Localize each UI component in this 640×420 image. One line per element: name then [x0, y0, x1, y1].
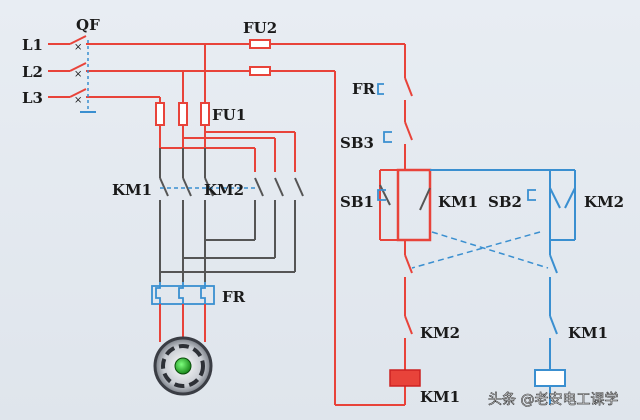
label-l1: L1 — [22, 36, 43, 54]
fr-thermal-relay — [151, 282, 215, 305]
supply-lines — [48, 43, 406, 406]
reverse-branch-wires — [430, 169, 576, 405]
label-sb1: SB1 — [340, 193, 374, 211]
label-fu2: FU2 — [243, 19, 277, 37]
km1-main-contacts — [159, 148, 214, 282]
main-drops — [159, 44, 206, 148]
label-sb3: SB3 — [340, 134, 374, 152]
km2-branch-wires — [160, 131, 296, 172]
label-fr-contact: FR — [352, 80, 376, 98]
svg-text:×: × — [74, 42, 82, 53]
qf-breaker: × × × — [69, 35, 87, 106]
label-sb2: SB2 — [488, 193, 522, 211]
label-fu1: FU1 — [212, 106, 246, 124]
button-actuators — [377, 83, 536, 201]
sb1-start-contact — [379, 184, 391, 206]
label-km1-interlock: KM1 — [568, 324, 608, 342]
label-km1-hold: KM1 — [438, 193, 478, 211]
motor-icon — [153, 336, 213, 396]
svg-text:×: × — [74, 69, 82, 80]
interlock-link-1 — [431, 231, 549, 269]
label-qf: QF — [76, 16, 100, 34]
km2-main-contacts — [160, 177, 304, 273]
control-wires — [379, 77, 430, 405]
km2-coil-icon — [534, 369, 566, 387]
label-l3: L3 — [22, 89, 43, 107]
label-km2-interlock: KM2 — [420, 324, 460, 342]
motor-leads — [159, 304, 206, 342]
interlock-link-2 — [411, 231, 541, 269]
label-km2-main: KM2 — [204, 181, 244, 199]
label-l2: L2 — [22, 63, 43, 81]
label-fr-relay: FR — [222, 288, 246, 306]
svg-text:×: × — [74, 95, 82, 106]
km1-coil-icon — [389, 369, 421, 387]
km1-hold-box — [396, 168, 432, 242]
fu2-fuse-icon — [249, 39, 271, 76]
watermark: 头条 @老安电工课学 — [488, 391, 618, 408]
label-km1-main: KM1 — [112, 181, 152, 199]
km1-hold-contact — [419, 187, 431, 211]
label-km2-hold: KM2 — [584, 193, 624, 211]
label-km1-coil: KM1 — [420, 388, 460, 406]
fu1-fuse-icon — [155, 102, 210, 126]
